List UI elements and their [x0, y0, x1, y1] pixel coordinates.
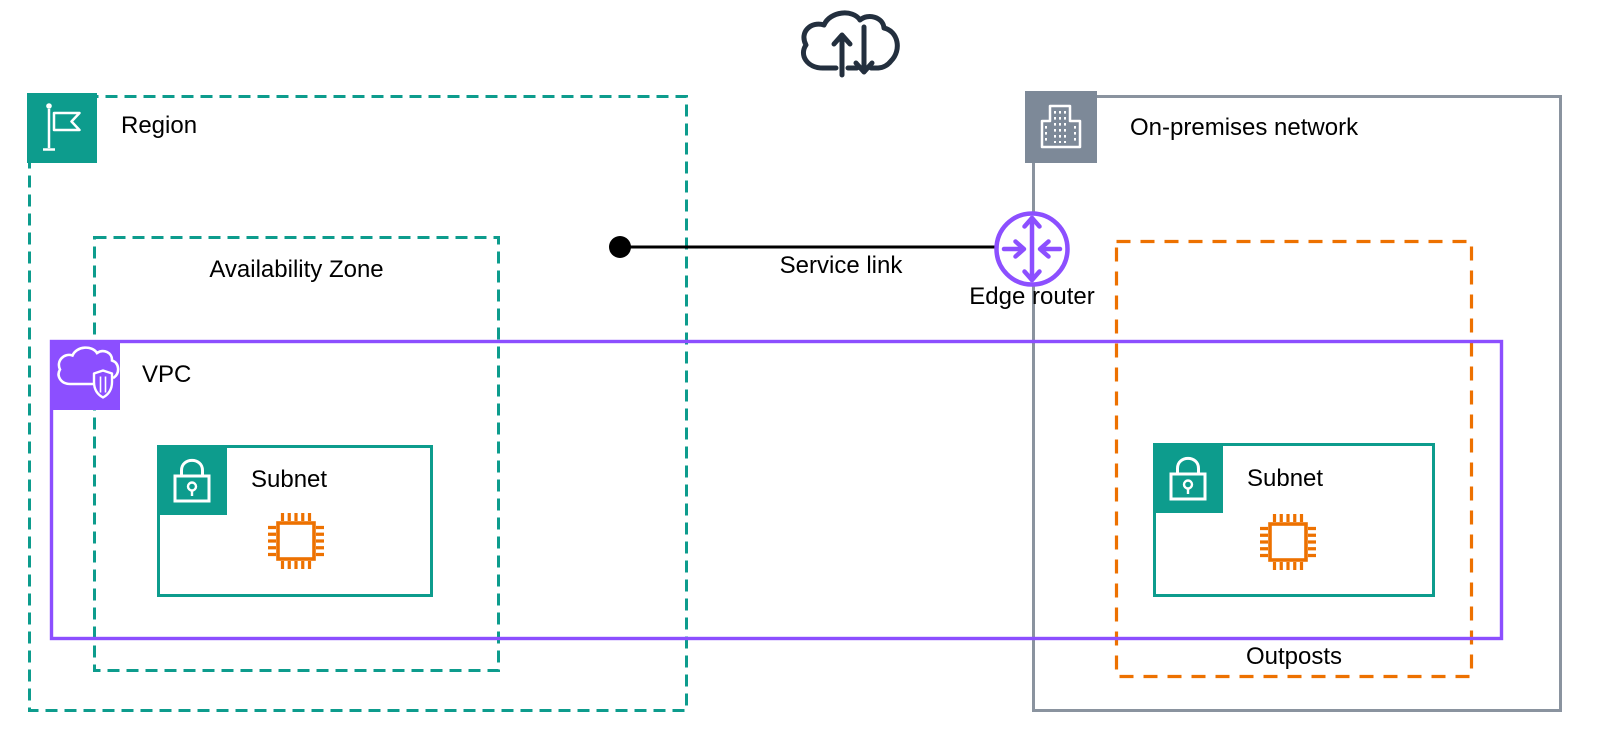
availability-zone-box	[93, 236, 500, 672]
cpu-chip-icon	[1260, 514, 1316, 570]
building-icon	[1025, 91, 1097, 163]
on-premises-box	[1032, 95, 1562, 712]
availability-zone-label: Availability Zone	[209, 256, 384, 283]
vpc-label: VPC	[142, 361, 192, 388]
cpu-chip-icon	[268, 513, 324, 569]
on-premises-label: On-premises network	[1130, 114, 1359, 141]
service-link-connector	[609, 236, 995, 258]
flag-icon	[27, 93, 97, 163]
lock-icon	[157, 445, 227, 515]
region-box	[28, 95, 688, 712]
outposts-label: Outposts	[1245, 643, 1343, 670]
vpc-box	[49, 339, 1504, 641]
region-label: Region	[121, 112, 198, 139]
vpc-subnet-label: Subnet	[251, 466, 328, 493]
router-arrows-icon	[994, 211, 1070, 287]
edge-router-label: Edge router	[969, 283, 1095, 310]
outposts-subnet-box	[1153, 443, 1435, 597]
outposts-box	[1114, 239, 1474, 679]
service-link-endpoint-dot	[609, 236, 631, 258]
cloud-data-transfer-icon	[800, 10, 900, 78]
outposts-subnet-label: Subnet	[1247, 465, 1324, 492]
lock-icon	[1153, 443, 1223, 513]
vpc-subnet-box	[157, 445, 433, 597]
cloud-shield-icon	[50, 340, 120, 410]
service-link-label: Service link	[779, 252, 903, 279]
